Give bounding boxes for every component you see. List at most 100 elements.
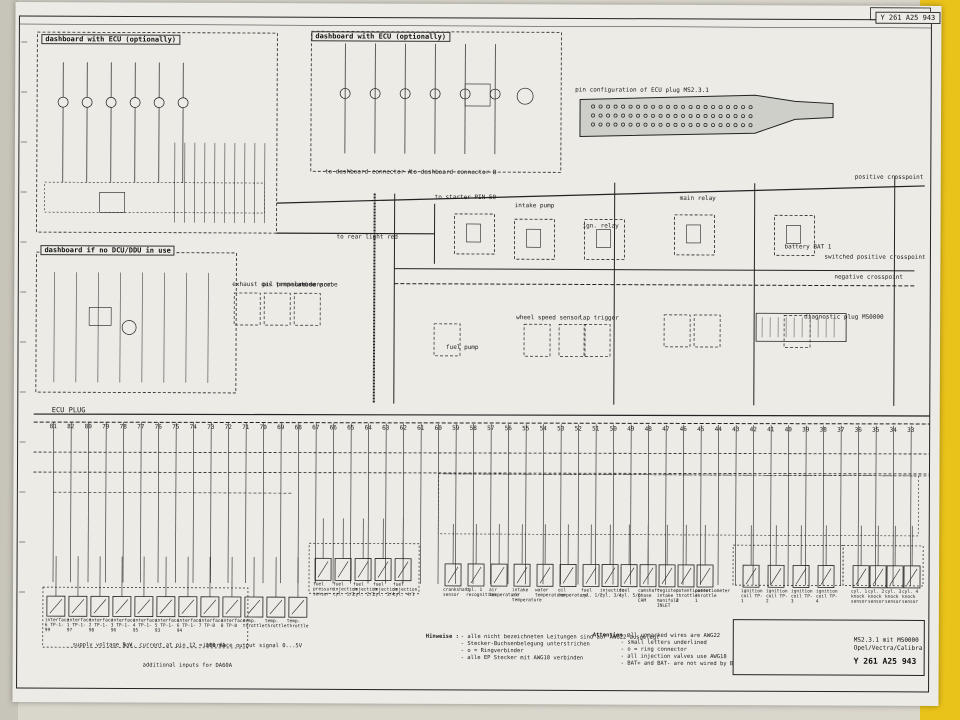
ecu-pin-68: 68 [294, 424, 302, 432]
to-dashboard-a-label: to dashboard connector A [324, 168, 412, 176]
lap-trigger-label: lap trigger [579, 314, 619, 322]
ecu-pin-64: 64 [364, 424, 372, 432]
section-dashboard-if-no: dashboard if no DCU/DDU in use [40, 245, 175, 256]
remarks-title: Hinweise : [425, 633, 459, 640]
ecu-pin-34: 34 [889, 426, 897, 434]
bottom-component-18: cyl. 1 recognition [465, 587, 496, 599]
bottom-component-7: interface 7 TP-B [198, 618, 224, 629]
bottom-component-12: fuel pressure sensor [312, 582, 335, 598]
ecu-pin-67: 67 [312, 424, 320, 432]
ecu-pin-82: 82 [67, 423, 75, 431]
bottom-component-21: water temperature [534, 588, 565, 599]
bottom-component-32: ignition coil TP-3 [790, 589, 813, 605]
ecu-pin-61: 61 [417, 424, 425, 432]
main-relay-label: main relay [679, 194, 716, 203]
ecu-pin-80: 80 [84, 423, 92, 431]
title-block: MS2.3.1 mit MS0000 Opel/Vectra/Calibra Y… [732, 619, 925, 676]
bottom-component-11: temp. throttle [286, 619, 309, 630]
ecu-pin-63: 63 [382, 424, 390, 432]
bottom-component-6: interface 6 TP-1-94 [176, 618, 202, 634]
ecu-pin-38: 38 [819, 426, 827, 434]
ecu-pin-33: 33 [907, 426, 915, 434]
to-rear-light-label: to rear light red [336, 233, 398, 241]
ecu-pin-73: 73 [207, 423, 215, 431]
positive-crosspoint-label: positive crosspoint [854, 173, 924, 181]
ecu-pin-53: 53 [557, 425, 565, 433]
wiring-lines [16, 7, 932, 693]
ecu-pin-76: 76 [154, 423, 162, 431]
ecu-pin-78: 78 [119, 423, 127, 431]
ecu-pin-37: 37 [837, 426, 845, 434]
bottom-component-33: ignition coil TP-4 [815, 589, 838, 605]
bottom-component-0: interface 6 TP-1-99 [44, 618, 70, 634]
bottom-component-17: crankshaft sensor [442, 587, 471, 598]
ecu-pin-52: 52 [574, 425, 582, 433]
ecu-pin-77: 77 [137, 423, 145, 431]
ecu-pin-46: 46 [679, 425, 687, 433]
ecu-pin-39: 39 [802, 426, 810, 434]
bottom-component-19: air temperature [488, 588, 519, 599]
ecu-pin-57: 57 [487, 425, 495, 433]
title-block-doc: Y 261 A25 943 [853, 656, 917, 666]
bottom-component-2: interface 2 TP-1-98 [88, 618, 114, 634]
bottom-component-20: intake air temperature [511, 588, 542, 604]
interface-output-label: interface output signal 0...5V [202, 642, 303, 650]
bottom-component-14: fuel injection cyl. 2/3 [352, 582, 378, 598]
ecu-pin-65: 65 [347, 424, 355, 432]
bottom-component-30: ignition coil TP-1 [740, 589, 763, 605]
ecu-pin-50: 50 [609, 425, 617, 433]
switched-positive-label: switched positive crosspoint [824, 253, 926, 261]
ecu-pin-75: 75 [172, 423, 180, 431]
ecu-pin-56: 56 [504, 425, 512, 433]
intake-pump-label: intake pump [514, 202, 555, 210]
ecu-pin-40: 40 [784, 426, 792, 434]
ecu-pin-59: 59 [452, 424, 460, 432]
title-block-line-2: Opel/Vectra/Calibra [853, 644, 923, 652]
ecu-pin-55: 55 [522, 425, 530, 433]
ecu-pin-72: 72 [224, 423, 232, 431]
ecu-pin-45: 45 [697, 425, 705, 433]
bottom-component-3: interface 3 TP-1-96 [110, 618, 136, 634]
diagnostic-plug-label: diagnostic plug MS0000 [804, 313, 884, 321]
ecu-pin-66: 66 [329, 424, 337, 432]
bottom-component-29: potentiometer throttle 1 [694, 588, 731, 604]
to-starter-label: to starter PIN 50 [434, 193, 497, 202]
section-dashboard-ecu-left: dashboard with ECU (optionally) [41, 34, 181, 45]
to-dashboard-b-label: to dashboard connector B [409, 168, 497, 177]
ecu-pin-71: 71 [242, 423, 250, 432]
ecu-pin-36: 36 [854, 426, 862, 434]
ecu-pin-49: 49 [627, 425, 635, 433]
ecu-plug-label: ECU PLUG [51, 406, 86, 415]
ecu-pin-41: 41 [767, 426, 775, 434]
bottom-component-37: cyl. 4 knock sensor [901, 589, 919, 605]
bottom-component-13: fuel injection cyl. 1/2 [332, 582, 358, 598]
bottom-component-8: interface 8 TP-B [220, 618, 246, 629]
ecu-pin-70: 70 [259, 424, 267, 432]
bottom-component-4: interface 4 TP-1-95 [132, 618, 158, 634]
bottom-component-10: temp. throttle [264, 619, 287, 630]
bottom-component-22: oil temperature [557, 588, 588, 599]
bottom-component-16: fuel injection cyl. 4/1 [392, 582, 418, 598]
document-number: Y 261 A25 943 [875, 11, 941, 25]
negative-crosspoint-label: negative crosspoint [834, 273, 903, 281]
ecu-pin-42: 42 [749, 426, 757, 434]
fuel-pump-label: fuel pump [446, 343, 479, 352]
ecu-pin-48: 48 [644, 425, 652, 433]
ecu-pin-74: 74 [189, 423, 197, 431]
ecu-pin-51: 51 [592, 425, 600, 433]
ecu-pin-69: 69 [277, 424, 285, 432]
wheel-speed-label: wheel speed sensor [516, 314, 582, 322]
bottom-component-9: temp. throttle [242, 618, 265, 630]
remark-4: - alle EP Stecker mit AWG18 verbinden [460, 654, 584, 662]
additional-inputs-label: additional inputs for DA60A [142, 662, 233, 669]
title-block-line-1: MS2.3.1 mit MS0000 [853, 636, 919, 644]
ecu-pin-43: 43 [732, 426, 740, 434]
ecu-pin-58: 58 [469, 424, 477, 433]
ecu-pin-79: 79 [102, 423, 110, 431]
ecu-pin-47: 47 [662, 425, 670, 433]
section-dashboard-ecu-top: dashboard with ECU (optionally) [311, 31, 451, 42]
ecu-pin-81: 81 [49, 423, 57, 431]
ecu-pin-44: 44 [714, 426, 722, 434]
bottom-component-15: fuel injection cyl. 3/4 [372, 582, 398, 598]
battery-label: battery BAT 1 [784, 243, 832, 251]
